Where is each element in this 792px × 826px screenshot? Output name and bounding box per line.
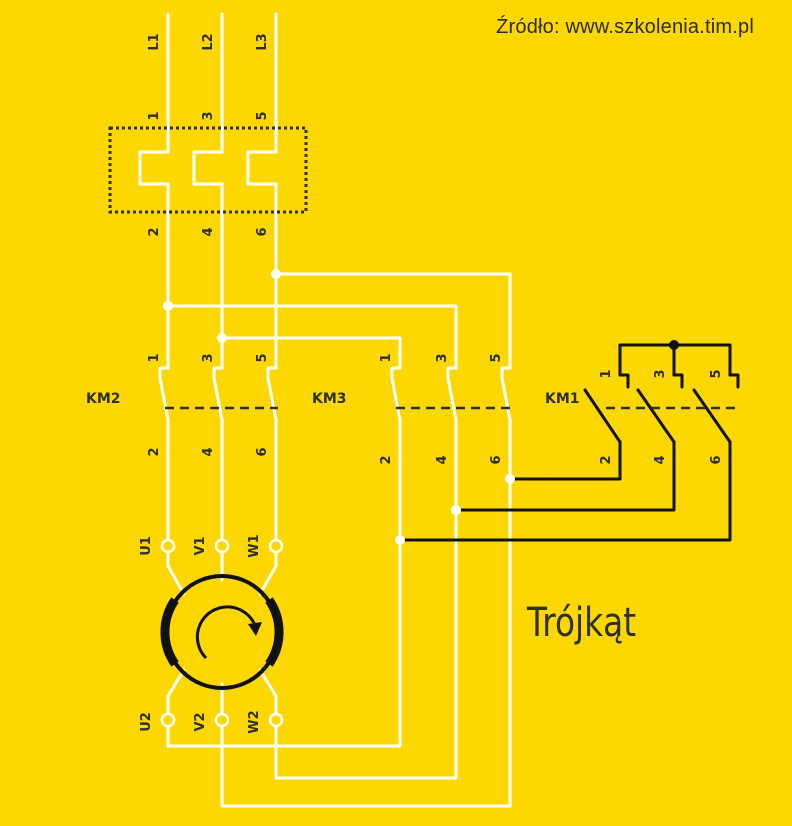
tap-l1-to-km3-3 bbox=[166, 304, 458, 370]
junction-l2 bbox=[217, 333, 227, 343]
km1-label: KM1 bbox=[545, 391, 580, 407]
km3-top-1: 1 bbox=[379, 353, 394, 362]
return-u2 bbox=[166, 538, 402, 748]
tap-l2-to-km3-1 bbox=[220, 336, 402, 370]
km1-out-2 bbox=[508, 440, 622, 481]
terminal-w2 bbox=[268, 712, 284, 728]
km2-contact-2 bbox=[212, 366, 224, 380]
protection-element-3 bbox=[246, 150, 278, 186]
mode-label: Trójkąt bbox=[527, 600, 637, 646]
source-caption: Źródło: www.szkolenia.tim.pl bbox=[496, 16, 754, 38]
terminal-v1 bbox=[214, 538, 230, 554]
tap-l3-to-km3-5 bbox=[274, 272, 512, 370]
km1-bottom-6: 6 bbox=[709, 455, 724, 464]
protection-element-2 bbox=[192, 150, 224, 186]
km1-out-4 bbox=[454, 440, 676, 512]
km2-bottom-4: 4 bbox=[201, 447, 216, 456]
label-l3: L3 bbox=[255, 33, 270, 50]
junction-l3 bbox=[271, 269, 281, 279]
label-l1: L1 bbox=[147, 33, 162, 50]
terminal-u1 bbox=[160, 538, 176, 554]
km2-top-3: 3 bbox=[201, 353, 216, 362]
terminal-v2 bbox=[214, 712, 230, 728]
label-u2: U2 bbox=[139, 712, 154, 732]
prot-top-5: 5 bbox=[255, 111, 270, 120]
rotation-arrow-icon bbox=[195, 605, 258, 660]
label-l2: L2 bbox=[201, 33, 216, 50]
km1-top-5: 5 bbox=[709, 369, 724, 378]
km2-bottom-2: 2 bbox=[147, 447, 162, 456]
label-w1: W1 bbox=[247, 534, 262, 557]
prot-top-1: 1 bbox=[147, 111, 162, 120]
km3-top-5: 5 bbox=[489, 353, 504, 362]
junction-l1 bbox=[163, 301, 173, 311]
km1-top-3: 3 bbox=[653, 369, 668, 378]
km2-top-5: 5 bbox=[255, 353, 270, 362]
label-u1: U1 bbox=[139, 536, 154, 556]
km2-bottom-6: 6 bbox=[255, 447, 270, 456]
km2-top-1: 1 bbox=[147, 353, 162, 362]
label-v2: V2 bbox=[193, 712, 208, 731]
label-v1: V1 bbox=[193, 536, 208, 555]
km3-label: KM3 bbox=[312, 391, 347, 407]
junction-km3-6 bbox=[505, 474, 515, 484]
km1-top-1: 1 bbox=[599, 369, 614, 378]
junction-km3-2 bbox=[395, 535, 405, 545]
km2-label: KM2 bbox=[86, 391, 121, 407]
terminal-w1 bbox=[268, 538, 284, 554]
protection-element-1 bbox=[138, 150, 170, 186]
protection-box bbox=[108, 126, 308, 214]
prot-bottom-2: 2 bbox=[147, 227, 162, 236]
km3-bottom-4: 4 bbox=[435, 455, 450, 464]
return-w2 bbox=[274, 508, 458, 780]
motor bbox=[160, 574, 284, 690]
prot-bottom-4: 4 bbox=[201, 227, 216, 236]
km3-top-3: 3 bbox=[435, 353, 450, 362]
km3-bottom-6: 6 bbox=[489, 455, 504, 464]
prot-top-3: 3 bbox=[201, 111, 216, 120]
return-v2 bbox=[220, 477, 512, 808]
km3-bottom-2: 2 bbox=[379, 455, 394, 464]
label-w2: W2 bbox=[247, 710, 262, 733]
km1-bottom-2: 2 bbox=[599, 455, 614, 464]
km2-contact-1 bbox=[158, 366, 170, 380]
km2-contact-3 bbox=[266, 366, 278, 380]
km1-bottom-4: 4 bbox=[653, 455, 668, 464]
km1-out-6 bbox=[398, 440, 732, 542]
junction-km3-4 bbox=[451, 505, 461, 515]
terminal-u2 bbox=[160, 712, 176, 728]
prot-bottom-6: 6 bbox=[255, 227, 270, 236]
